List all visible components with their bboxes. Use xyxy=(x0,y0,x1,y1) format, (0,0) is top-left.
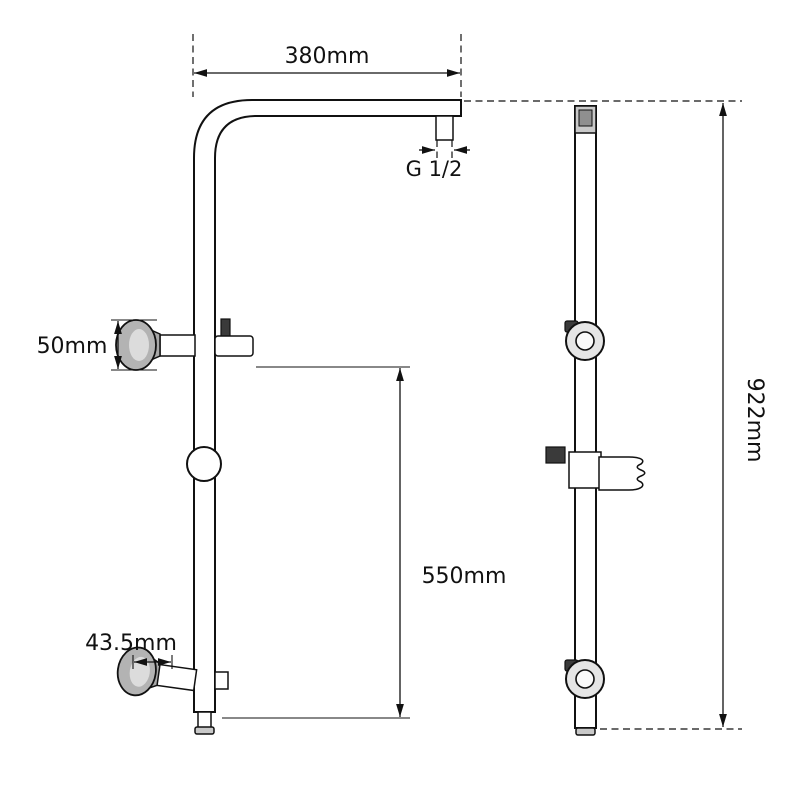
dim-top-holder: 50mm xyxy=(37,319,157,371)
dim-550-label: 550mm xyxy=(422,564,507,589)
front-view: G 1/2 50mm xyxy=(37,34,507,735)
dim-922-label: 922mm xyxy=(742,378,767,463)
dim-43-label: 43.5mm xyxy=(85,631,177,656)
rail-bottom-cap xyxy=(194,726,215,735)
dim-bottom-holder: 43.5mm xyxy=(85,631,177,669)
side-slider-holder xyxy=(545,446,646,491)
side-rail xyxy=(574,105,597,729)
side-lower-joint xyxy=(564,659,605,699)
side-upper-joint xyxy=(564,320,605,361)
holder-knob xyxy=(214,335,254,357)
side-upper-ring-inner xyxy=(575,331,595,351)
holder-left-bar xyxy=(159,334,196,357)
shower-arm-and-rail xyxy=(193,99,462,713)
dim-50-label: 50mm xyxy=(37,334,108,359)
top-shower-holder xyxy=(115,318,254,371)
thread-size-label: G 1/2 xyxy=(406,157,463,181)
rail-bottom-stub xyxy=(197,711,212,729)
dim-380-label: 380mm xyxy=(285,44,370,69)
rail-connector-ring xyxy=(186,446,222,482)
bottom-holder-bar xyxy=(154,663,198,692)
dim-overall-height: 922mm xyxy=(464,100,767,730)
side-rail-top-inner xyxy=(578,109,593,127)
side-rail-bottom-cap xyxy=(575,727,596,736)
dim-arm-length: 380mm xyxy=(192,34,462,97)
bottom-holder-stub xyxy=(214,671,229,690)
side-slider-knob xyxy=(545,446,566,464)
dim-lower-section: 550mm xyxy=(222,366,507,719)
side-view xyxy=(545,105,646,736)
side-lower-ring-inner xyxy=(575,669,595,689)
thread-fitting xyxy=(435,115,454,141)
holder-bell-highlight xyxy=(129,329,149,361)
holder-pin xyxy=(220,318,231,338)
side-slider-clamp xyxy=(568,451,602,489)
side-holder-grip xyxy=(598,456,646,491)
